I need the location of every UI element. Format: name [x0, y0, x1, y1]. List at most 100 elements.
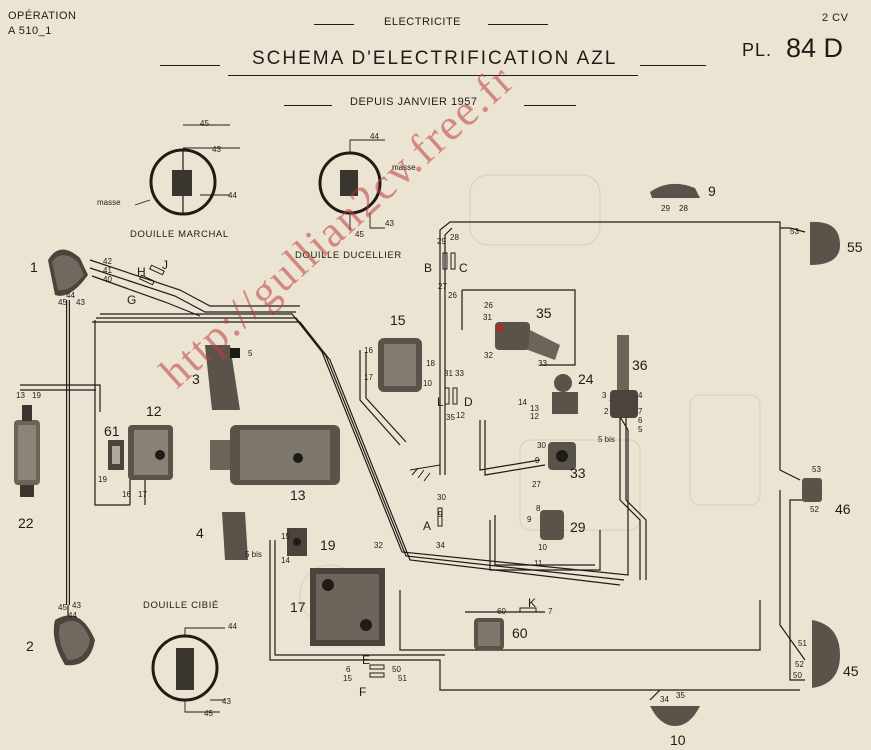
- wire-label: 30: [437, 493, 446, 502]
- wire-label: 60: [497, 607, 506, 616]
- wire-label: 15: [343, 674, 352, 683]
- connector-D: D: [464, 395, 473, 409]
- wire-label: 5 bis: [245, 550, 262, 559]
- connector-F: F: [359, 685, 366, 699]
- wire-label: 44: [68, 611, 77, 620]
- wiring-harness: [20, 221, 806, 701]
- regulator-15: [378, 338, 422, 392]
- wire-label: 19: [98, 475, 107, 484]
- unit-33: [548, 442, 576, 470]
- label-33: 33: [570, 465, 586, 481]
- wire-label: 16: [122, 490, 131, 499]
- wire-label: 31: [483, 313, 492, 322]
- subtitle-rule-right: [524, 105, 576, 106]
- section-rule-right: [488, 24, 548, 25]
- caption-marchal: DOUILLE MARCHAL: [130, 229, 229, 240]
- battery-17: [310, 568, 385, 646]
- wire-label: 5: [638, 425, 643, 434]
- wire-label: 44: [66, 291, 75, 300]
- label-35: 35: [536, 305, 552, 321]
- wire-label: 53: [812, 465, 821, 474]
- wire-label: 31: [444, 369, 453, 378]
- wire-label: 5 bis: [598, 435, 615, 444]
- label-17: 17: [290, 599, 306, 615]
- wire-label: 6: [346, 665, 351, 674]
- label-15: 15: [390, 312, 406, 328]
- wire-label: 32: [484, 351, 493, 360]
- wire-label: 17: [364, 373, 373, 382]
- wire-label: 5: [248, 349, 253, 358]
- label-22: 22: [18, 515, 34, 531]
- label-24: 24: [578, 371, 594, 387]
- wire-label: 29: [437, 237, 446, 246]
- unit-10: [650, 706, 700, 726]
- wire-label: 35: [446, 413, 455, 422]
- ignition-coil-22: [14, 405, 40, 497]
- inset-ducellier: [318, 139, 385, 230]
- wire-label: 28: [679, 204, 688, 213]
- connector-K: K: [528, 596, 536, 610]
- component-labels: 1 2 3 4 9 10 12 13 15 17 19 22 24 29 33 …: [18, 183, 863, 748]
- headlamp-1: [48, 249, 88, 296]
- masse-ducellier: masse: [392, 163, 416, 172]
- label-1: 1: [30, 259, 38, 275]
- wire-label: 26: [484, 301, 493, 310]
- wire-label: 14: [281, 556, 290, 565]
- label-36: 36: [632, 357, 648, 373]
- wire-label: 52: [810, 505, 819, 514]
- title-underline: [228, 75, 638, 76]
- wire-label: 45: [58, 603, 67, 612]
- connector-shapes: [139, 252, 537, 678]
- wire-label: 52: [795, 660, 804, 669]
- subtitle: DEPUIS JANVIER 1957: [350, 96, 478, 108]
- wire-label: 42: [103, 257, 112, 266]
- label-55: 55: [847, 239, 863, 255]
- caption-ducellier: DOUILLE DUCELLIER: [295, 250, 402, 261]
- wire-label: 35: [676, 691, 685, 700]
- connector-L: L: [437, 395, 444, 409]
- label-29: 29: [570, 519, 586, 535]
- label-3: 3: [192, 371, 200, 387]
- wire-label: 30: [537, 441, 546, 450]
- wire-label: 43: [72, 601, 81, 610]
- wire-label: 12: [456, 411, 465, 420]
- wire-label: 13: [16, 391, 25, 400]
- connector-J: J: [162, 258, 168, 272]
- plate-number: 84 D: [786, 33, 844, 63]
- wire-label: 17: [138, 490, 147, 499]
- wire-label: 19: [32, 391, 41, 400]
- wire-label: 44: [228, 622, 237, 631]
- unit-60: [474, 618, 504, 650]
- wire-label: 15: [281, 532, 290, 541]
- unit-19: [287, 528, 307, 556]
- label-60: 60: [512, 625, 528, 641]
- wire-label: 2: [604, 407, 609, 416]
- wire-label: 45: [58, 298, 67, 307]
- wire-label: 8: [536, 504, 541, 513]
- unit-36: [610, 335, 638, 418]
- wire-label: 34: [660, 695, 669, 704]
- wire-label: 43: [385, 219, 394, 228]
- wire-label: 28: [450, 233, 459, 242]
- unit-12: [128, 425, 173, 480]
- wire-label: 6: [638, 416, 643, 425]
- label-45: 45: [843, 663, 859, 679]
- label-19: 19: [320, 537, 336, 553]
- wire-label: 14: [518, 398, 527, 407]
- inset-cibie: [151, 627, 225, 713]
- wire-label: 33: [455, 369, 464, 378]
- wire-label: 26: [448, 291, 457, 300]
- wire-label: 43: [212, 145, 221, 154]
- background-ghost: [299, 174, 761, 626]
- vehicle-label: 2 CV: [822, 12, 849, 24]
- wire-label: 50: [793, 671, 802, 680]
- section-rule-left: [314, 24, 354, 25]
- wire-label: 43: [76, 298, 85, 307]
- wire-label: 45: [200, 119, 209, 128]
- wire-label: 51: [398, 674, 407, 683]
- masse-marchal: masse: [97, 198, 121, 207]
- connector-H: H: [137, 265, 146, 279]
- wire-label: 4: [638, 391, 643, 400]
- wire-label: 27: [532, 480, 541, 489]
